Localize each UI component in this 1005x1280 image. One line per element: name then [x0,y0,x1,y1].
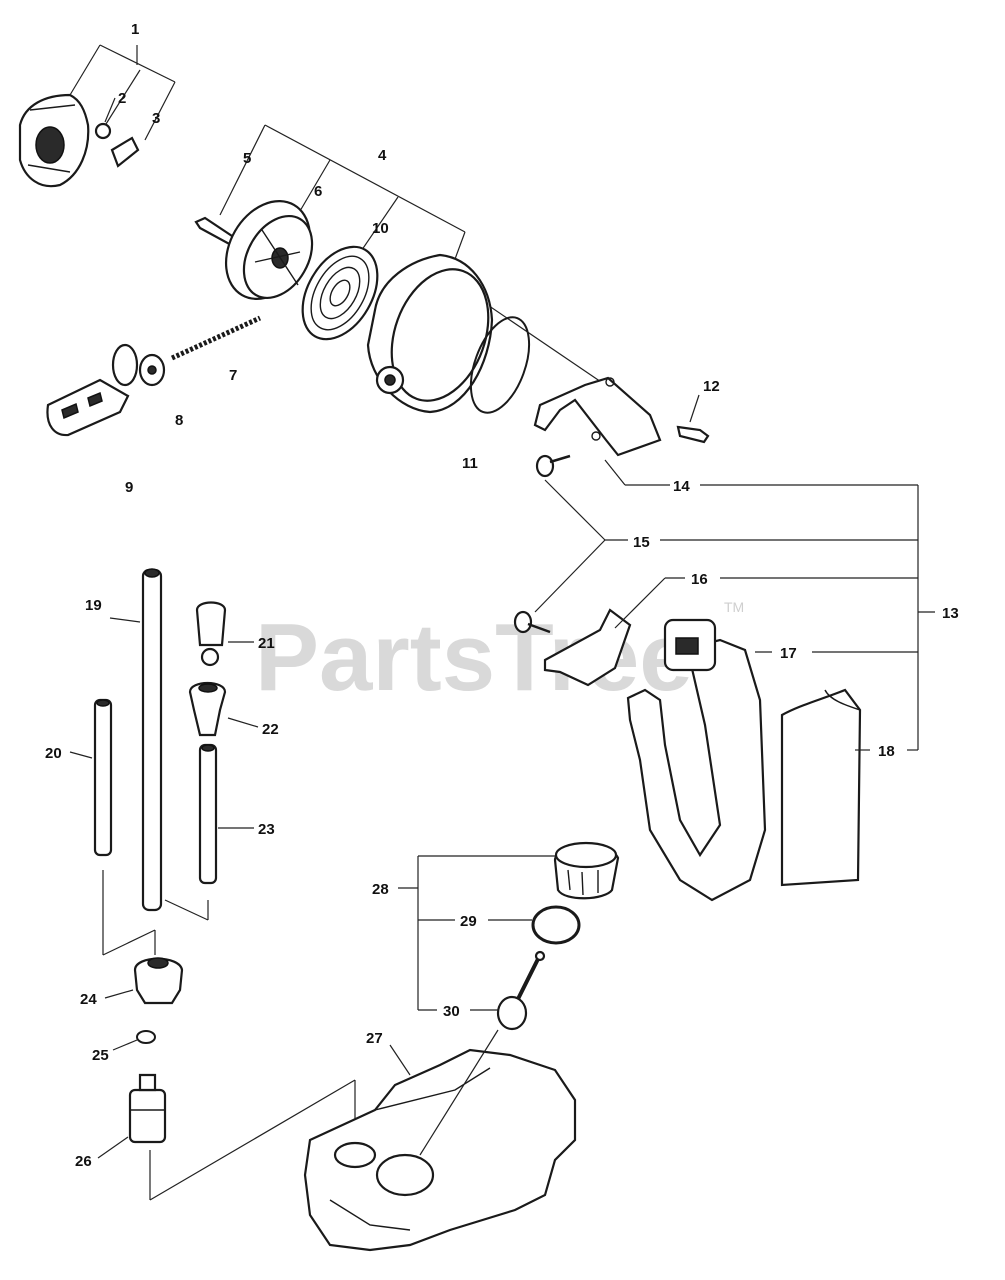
part-1-starter-pulley [18,93,90,188]
part-22-filter [188,681,227,737]
label-29: 29 [460,913,477,930]
part-16-bracket [543,608,632,687]
label-8: 8 [175,412,183,429]
part-9-handle [46,343,139,437]
part-14-bracket [533,376,662,457]
part-27-fuel-tank [303,1048,577,1252]
part-30-strainer [496,950,546,1031]
label-15: 15 [633,534,650,551]
part-3-pawl [110,136,140,168]
label-28: 28 [372,881,389,898]
label-11: 11 [462,455,478,472]
part-4-starter-housing [366,253,494,414]
label-20: 20 [45,745,62,762]
label-18: 18 [878,743,895,760]
label-24: 24 [80,991,97,1008]
label-27: 27 [366,1030,383,1047]
label-22: 22 [262,721,279,738]
label-3: 3 [152,110,160,127]
part-26-fuel-filter [128,1073,167,1144]
label-9: 9 [125,479,133,496]
label-16: 16 [691,571,708,588]
part-25-oring [136,1030,156,1044]
part-15-screw-lower [513,610,551,634]
part-6-reel [224,200,314,300]
label-2: 2 [118,90,126,107]
label-21: 21 [258,635,275,652]
part-21-filter [195,601,227,667]
part-29-gasket [531,905,581,945]
part-19-fuel-pipe [141,568,163,912]
label-7: 7 [229,367,237,384]
label-5: 5 [243,150,251,167]
part-11-gasket [469,316,531,414]
label-10: 10 [372,220,389,237]
part-24-grommet [133,957,184,1005]
watermark-text: PartsTree [255,604,693,711]
part-18-grip-sleeve [780,688,862,887]
part-23-fuel-pipe [198,743,218,885]
part-12-screw [676,425,710,444]
label-26: 26 [75,1153,92,1170]
label-17: 17 [780,645,797,662]
part-10-spring [301,245,379,341]
part-8-grommet [138,353,166,387]
label-19: 19 [85,597,102,614]
label-12: 12 [703,378,720,395]
part-20-fuel-pipe [93,698,113,857]
watermark-trademark: TM [724,599,744,615]
part-28-fuel-cap [553,841,620,900]
label-13: 13 [942,605,959,622]
part-15-screw-upper [535,454,571,478]
part-2-nut [94,122,112,140]
label-4: 4 [378,147,387,164]
label-23: 23 [258,821,275,838]
label-25: 25 [92,1047,109,1064]
part-17-handle [626,618,767,902]
label-14: 14 [673,478,690,495]
part-7-rope [170,315,262,361]
label-1: 1 [131,21,139,38]
label-6: 6 [314,183,322,200]
label-30: 30 [443,1003,460,1020]
